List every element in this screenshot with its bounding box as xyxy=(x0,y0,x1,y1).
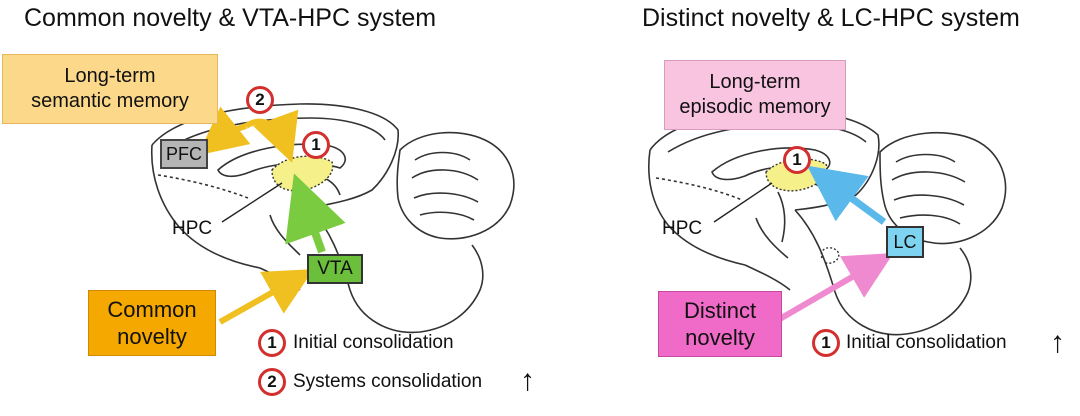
semantic-memory-box: Long-term semantic memory xyxy=(2,54,218,124)
right-hpc-label: HPC xyxy=(662,218,703,239)
pfc-label: PFC xyxy=(166,143,202,164)
left-memory-arrow xyxy=(197,106,251,156)
left-legend-text-2: Systems consolidation xyxy=(293,371,483,392)
left-badge-1: 1 xyxy=(302,131,330,159)
common-novelty-line2: novelty xyxy=(117,324,187,349)
right-lc-arrow xyxy=(807,165,887,225)
distinct-novelty-line1: Distinct xyxy=(683,297,757,323)
left-legend-badge-2: 2 xyxy=(258,368,286,396)
right-legend-badge-1: 1 xyxy=(812,329,840,357)
left-panel-title: Common novelty & VTA-HPC system xyxy=(24,4,437,32)
common-novelty-line1: Common xyxy=(107,296,197,322)
right-dotted-boundary xyxy=(655,177,743,201)
vta-label: VTA xyxy=(317,258,353,280)
left-legend-text-1: Initial consolidation xyxy=(293,332,454,353)
right-increase-arrow-icon: ↑ xyxy=(1050,326,1065,359)
right-panel-title: Distinct novelty & LC-HPC system xyxy=(642,4,1020,32)
vta-box: VTA xyxy=(307,254,363,284)
left-dotted-boundary xyxy=(157,174,249,199)
right-badge-1: 1 xyxy=(783,146,811,174)
left-increase-arrow-icon: ↑ xyxy=(520,364,535,397)
left-pfc-hpc-arrow xyxy=(244,109,299,163)
common-novelty-box: Common novelty xyxy=(88,290,216,356)
left-hippocampus xyxy=(271,155,334,192)
left-legend-badge-1: 1 xyxy=(258,329,286,357)
distinct-novelty-line2: novelty xyxy=(685,325,755,350)
right-small-dotted-shape xyxy=(820,247,840,264)
left-hpc-label: HPC xyxy=(172,218,213,239)
episodic-memory-line2: episodic memory xyxy=(679,96,831,118)
right-hpc-pointer xyxy=(713,182,773,223)
left-badge-2: 2 xyxy=(246,86,274,114)
lc-label: LC xyxy=(893,231,917,252)
lc-box: LC xyxy=(886,226,924,258)
episodic-memory-box: Long-term episodic memory xyxy=(664,60,846,130)
pfc-box: PFC xyxy=(160,139,208,169)
semantic-memory-line1: Long-term xyxy=(64,65,156,87)
right-legend-text-1: Initial consolidation xyxy=(846,332,1007,353)
left-hpc-pointer xyxy=(221,182,283,223)
left-novelty-arrow xyxy=(218,269,314,325)
right-novelty-arrow xyxy=(776,252,894,323)
left-vta-arrow xyxy=(285,173,346,254)
distinct-novelty-box: Distinct novelty xyxy=(658,291,782,357)
semantic-memory-line2: semantic memory xyxy=(31,90,189,112)
episodic-memory-line1: Long-term xyxy=(709,71,801,93)
